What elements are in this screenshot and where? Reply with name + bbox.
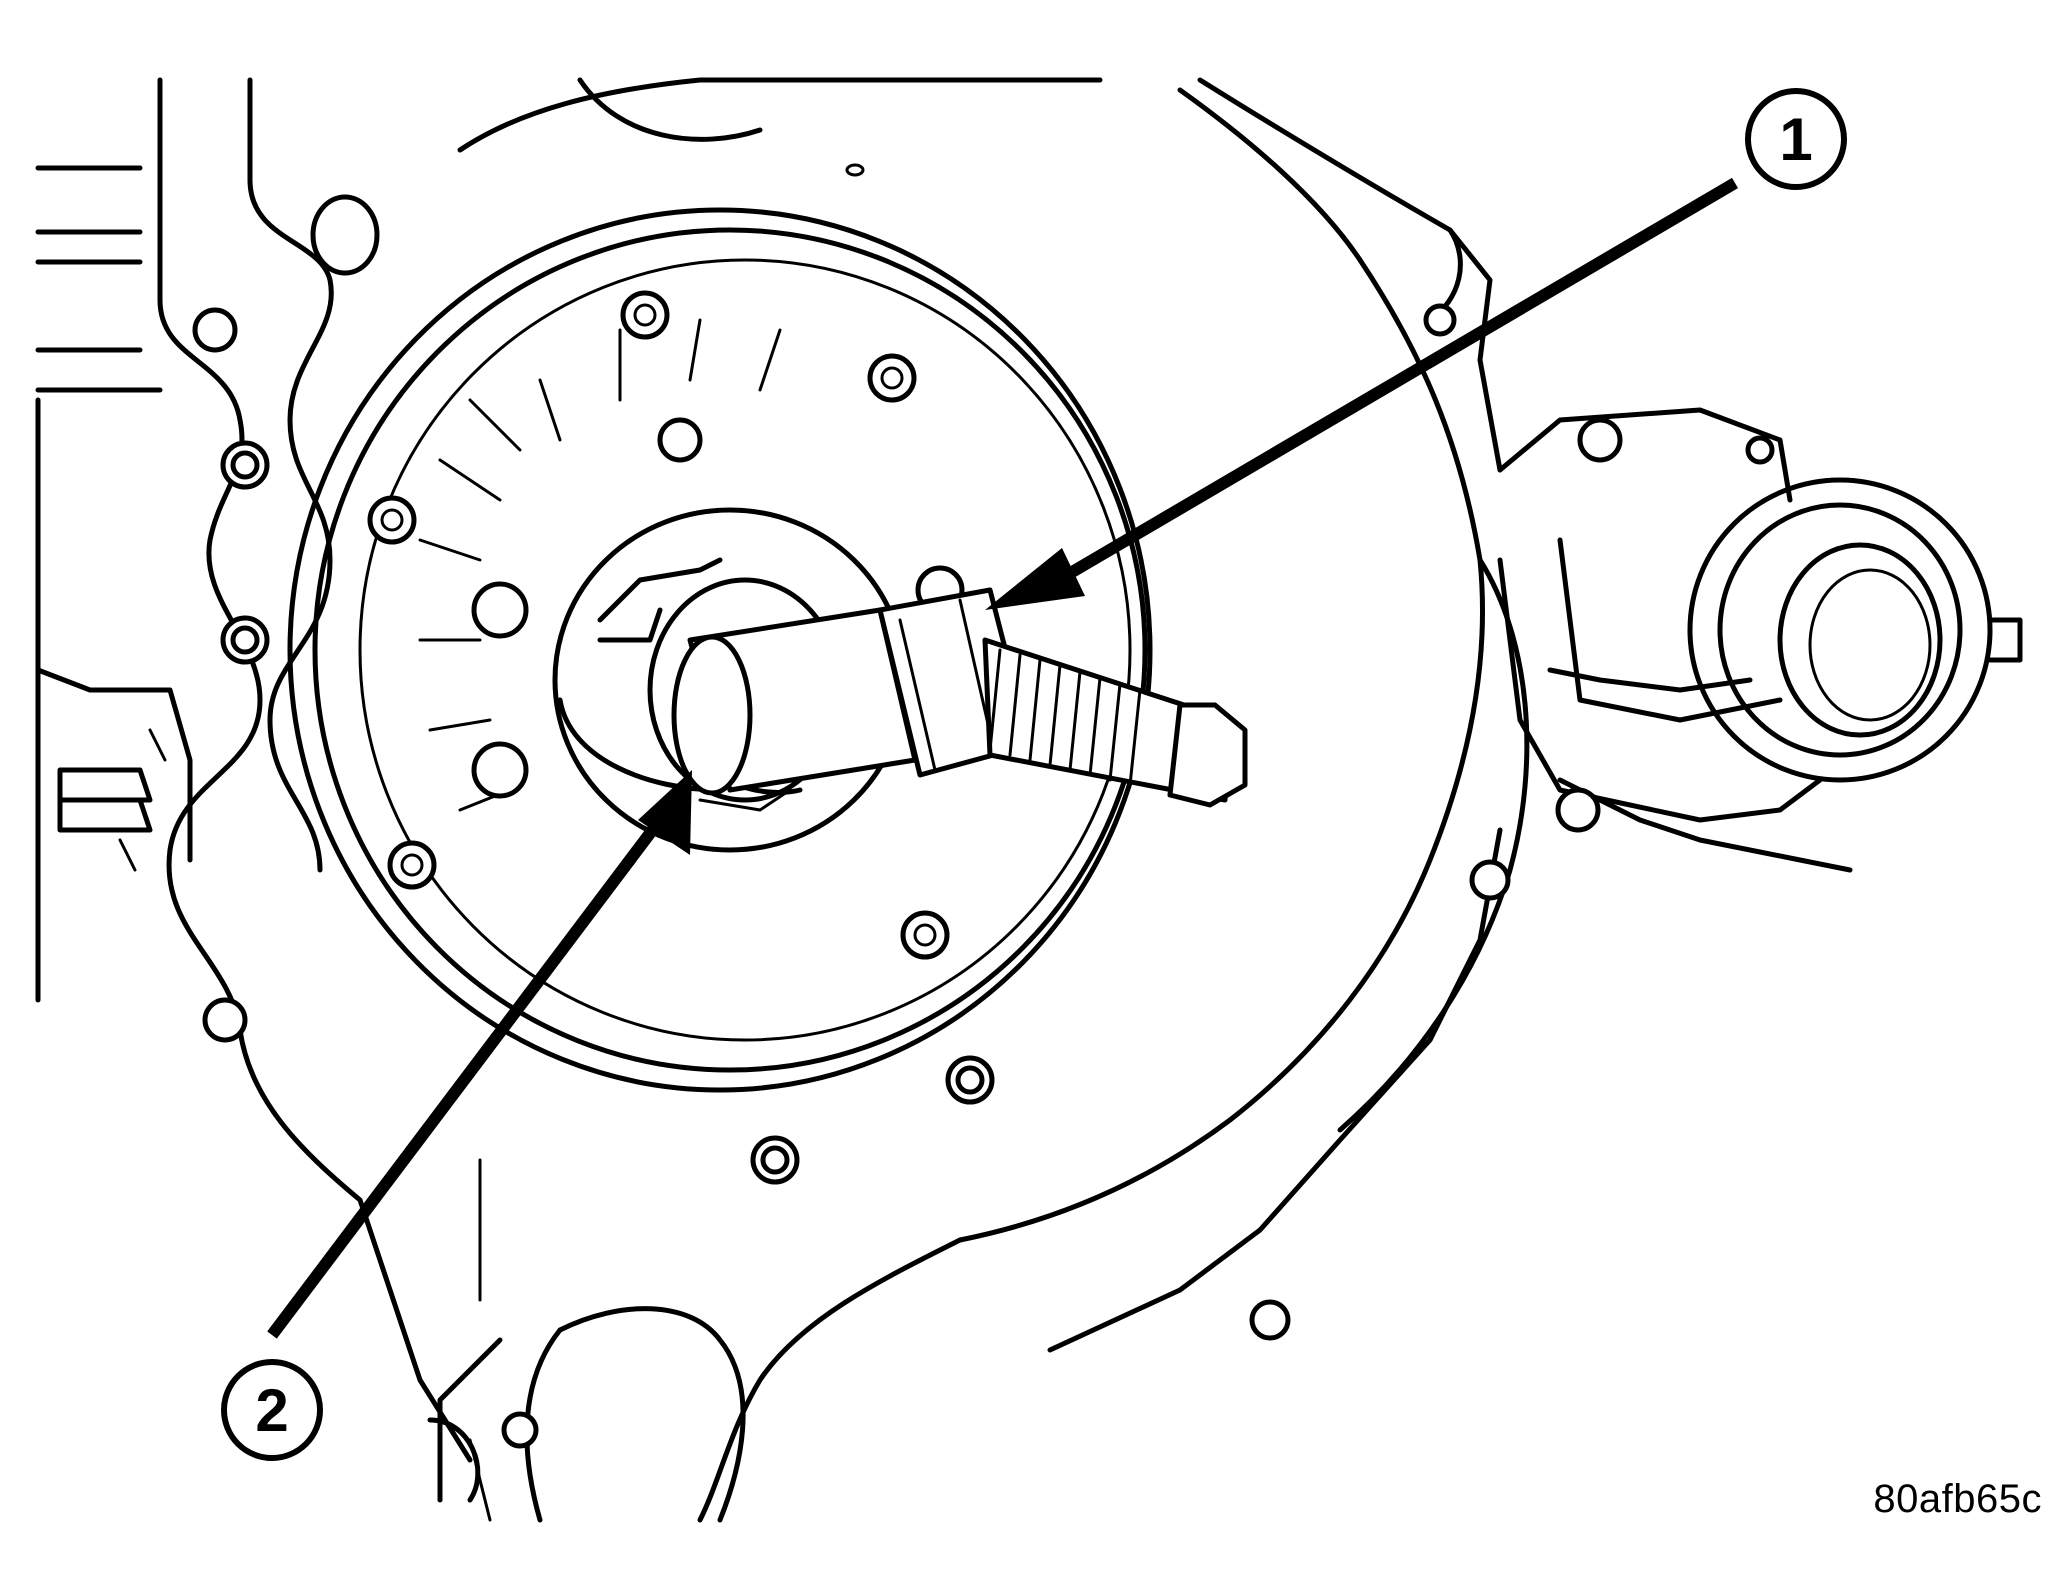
front-pump-housing <box>287 207 1153 1093</box>
callout-1-leader <box>985 177 1739 610</box>
figure-id-label: 80afb65c <box>1873 1477 2042 1521</box>
callout-1: 1 <box>1745 88 1847 190</box>
callout-1-label: 1 <box>1779 106 1812 173</box>
callout-2: 2 <box>221 1359 323 1461</box>
flange-bolt-holes <box>192 163 1511 1449</box>
callout-2-leader <box>267 770 692 1339</box>
puller-tool-shaft <box>671 587 1248 808</box>
callout-2-label: 2 <box>255 1377 288 1444</box>
bearing-retainer-housing <box>1497 407 2023 833</box>
bellhousing-mounting-flange <box>157 77 1853 1523</box>
engine-block-left-edge <box>35 165 193 1003</box>
